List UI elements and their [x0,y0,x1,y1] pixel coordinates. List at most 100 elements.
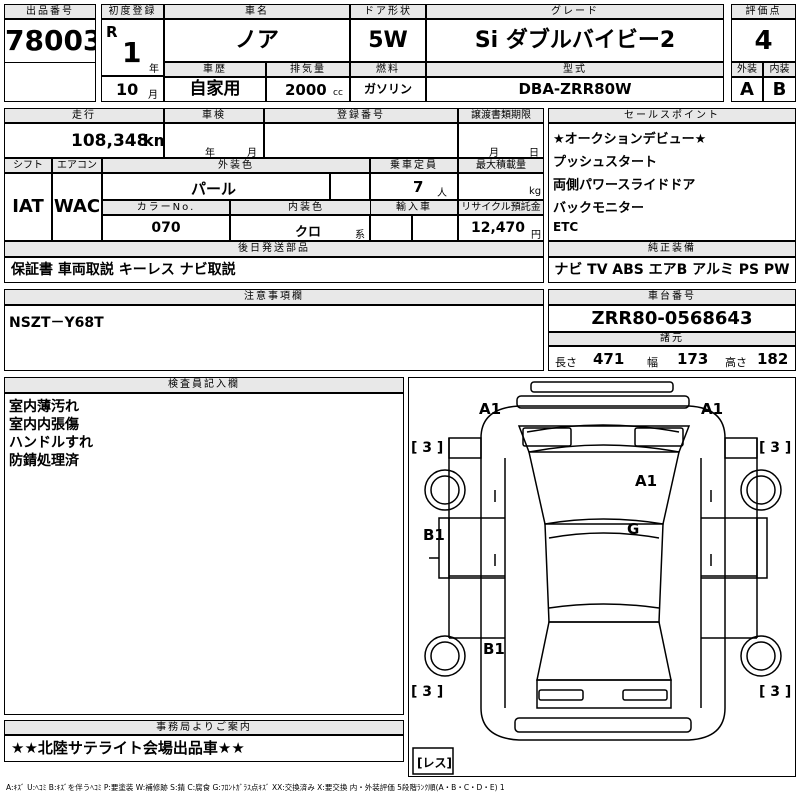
ac-label: エアコン [52,158,102,173]
selling-point: バックモニター [553,201,645,216]
damage-mark: A1 [635,472,658,490]
office-label: 事務局よりご案内 [4,720,404,735]
equipment-item: ナビ [554,262,583,278]
ext-color-extra [330,173,370,200]
grade-label: グレード [426,4,724,19]
kei-suffix: 系 [355,230,365,241]
lot-no-value: 78003 [4,19,96,63]
selling-points-label: セールスポイント [548,108,796,123]
ext-color-value: パール [191,180,237,198]
damage-mark: A1 [479,400,502,418]
selling-point: ETC [553,220,579,234]
later-parts-value: 保証書 車両取説 キーレス ナビ取説 [4,257,544,283]
lot-no-label: 出品番号 [4,4,96,19]
equipment-item: PS [738,262,760,278]
model-code-value: DBA-ZRR80W [426,77,724,102]
mileage-box: 108,348 km [4,123,164,158]
equipment-item: TV [587,262,608,278]
car-outline [412,381,782,775]
notes-value: NSZT－Y68T [4,305,544,371]
first-reg-box: R 1 年 [101,19,164,76]
car-name-label: 車名 [164,4,350,19]
equipment-item: エアB [648,262,688,278]
reg-year: 1 [122,36,142,69]
score-label: 評価点 [731,4,796,19]
reg-no-box [264,123,458,158]
door-label: ドア形状 [350,4,426,19]
tire-tread: [ 3 ] [759,440,792,456]
equipment-list: ナビ TV ABS エアB アルミ PS PW [548,257,796,283]
displacement-box: 2000 cc [266,77,350,102]
yen-unit: 円 [531,230,541,241]
damage-mark: G [627,520,640,538]
interior-grade: B [763,77,796,102]
office-note: ★★北陸サテライト会場出品車★★ [4,735,404,762]
recycle-label: リサイクル預託金 [458,200,544,215]
cc-unit: cc [333,88,343,98]
capacity-box: 7 人 [370,173,458,200]
inspector-box: 室内薄汚れ 室内内張傷 ハンドルすれ 防錆処理済 [4,393,404,715]
specs-box: 長さ 471 幅 173 高さ 182 [548,346,796,371]
fuel-value: ガソリン [350,77,426,102]
specs-label: 諸元 [548,332,796,346]
equipment-item: PW [763,262,790,278]
reg-no-label: 登録番号 [264,108,458,123]
tire-tread: [ 3 ] [411,684,444,700]
length-label: 長さ [555,356,577,369]
selling-point: プッシュスタート [553,155,658,170]
month-suffix: 月 [148,90,158,101]
shift-value: IAT [4,173,52,241]
exterior-label: 外装 [731,62,763,77]
capacity-value: 7 [413,178,424,196]
fuel-label: 燃料 [350,62,426,77]
reg-month: 10 [116,80,139,99]
tire-tread: [ 3 ] [759,684,792,700]
tire-tread: [ 3 ] [411,440,444,456]
length-value: 471 [593,350,625,368]
import-box-a [370,215,412,241]
transfer-day: 日 [529,148,539,158]
inspector-note: 室内薄汚れ [9,399,79,415]
notes-label: 注意事項欄 [4,289,544,305]
km-unit: km [143,131,163,150]
inspector-note: ハンドルすれ [9,435,93,451]
inspection-month: 月 [247,148,257,158]
height-value: 182 [757,350,789,368]
import-box-b [412,215,458,241]
int-color-value: クロ [295,225,322,240]
inspector-note: 防錆処理済 [9,453,79,469]
grade-value: Si ダブルバイビー2 [426,19,724,62]
later-parts-label: 後日発送部品 [4,241,544,257]
model-code-label: 型式 [426,62,724,77]
car-name-value: ノア [164,19,350,62]
chassis-value: ZRR80-0568643 [548,305,796,332]
max-load-box: kg [458,173,544,200]
color-no-label: カラーNo. [102,200,230,215]
mileage-label: 走行 [4,108,164,123]
shift-label: シフト [4,158,52,173]
recycle-value: 12,470 [471,220,526,236]
first-reg-label: 初度登録 [101,4,164,19]
int-color-box: クロ 系 [230,215,370,241]
score-value: 4 [731,19,796,62]
chassis-label: 車台番号 [548,289,796,305]
inspection-label: 車検 [164,108,264,123]
int-color-label: 内装色 [230,200,382,215]
history-label: 車歴 [164,62,266,77]
ext-color-label: 外装色 [102,158,370,173]
damage-diagram: A1 A1 A1 G B1 B1 [ 3 ] [ 3 ] [ 3 ] [ 3 ]… [408,377,796,777]
damage-mark: B1 [423,526,445,544]
displacement-label: 排気量 [266,62,350,77]
interior-label: 内装 [763,62,796,77]
width-value: 173 [677,350,709,368]
transfer-month: 月 [489,148,499,158]
door-value: 5W [350,19,426,62]
width-label: 幅 [647,356,658,369]
inspection-year: 年 [205,148,215,158]
equipment-item: アルミ [692,262,734,278]
kg-unit: kg [529,186,542,197]
legend: A:ｷｽﾞ U:ﾍｺﾐ B:ｷｽﾞを伴うﾍｺﾐ P:要塗装 W:補修跡 S:錆 … [6,783,505,792]
year-suffix: 年 [149,64,159,75]
displacement-value: 2000 [285,81,327,99]
